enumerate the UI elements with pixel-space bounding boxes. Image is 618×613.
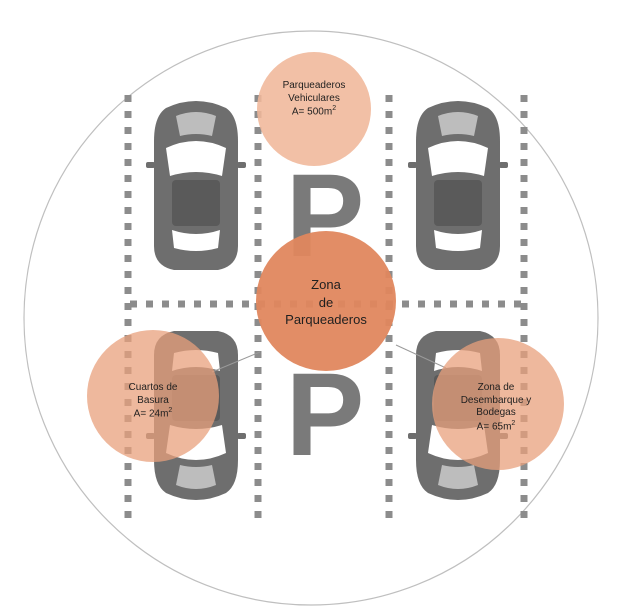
bubble-zona-de-parqueaderos	[256, 231, 396, 371]
parking-sign-bottom: P	[286, 349, 365, 481]
bubble-cuartos-de-basura	[87, 330, 219, 462]
bubble-zona-de-desembarque	[432, 338, 564, 470]
car-icon-top-right	[408, 101, 508, 270]
connector-lines	[211, 344, 447, 373]
car-icon-top-left	[146, 101, 246, 270]
bubble-parqueaderos-vehiculares	[257, 52, 371, 166]
